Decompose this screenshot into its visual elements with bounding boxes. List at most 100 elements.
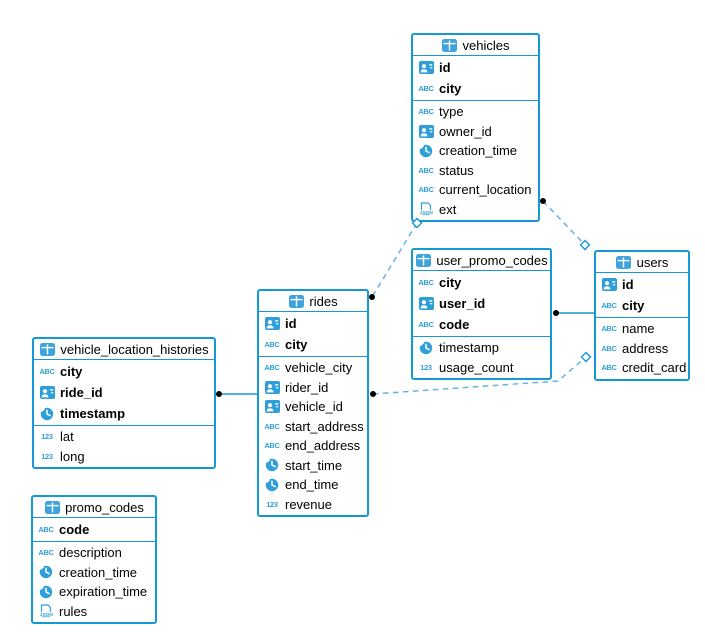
table-title: vehicles bbox=[462, 37, 510, 53]
field-name: type bbox=[439, 104, 464, 120]
id-badge-icon bbox=[264, 317, 280, 330]
field-name: revenue bbox=[285, 496, 332, 512]
connection-vehicles-users[interactable] bbox=[540, 198, 591, 251]
field-row-timestamp[interactable]: timestamp bbox=[413, 338, 550, 358]
endpoint-dot bbox=[216, 391, 222, 397]
field-row-id[interactable]: id bbox=[596, 274, 688, 295]
field-name: end_time bbox=[285, 477, 339, 493]
timestamp-icon bbox=[418, 341, 434, 355]
field-name: start_time bbox=[285, 457, 343, 473]
table-icon bbox=[288, 294, 304, 308]
field-row-id[interactable]: id bbox=[413, 57, 538, 78]
field-row-rider_id[interactable]: rider_id bbox=[259, 378, 367, 398]
table-header[interactable]: vehicles bbox=[413, 35, 538, 56]
timestamp-icon bbox=[38, 565, 54, 579]
id-badge-icon bbox=[418, 297, 434, 310]
id-badge-icon bbox=[418, 124, 434, 138]
field-name: vehicle_id bbox=[285, 399, 343, 415]
relationship-line[interactable] bbox=[542, 200, 586, 246]
timestamp-icon bbox=[264, 478, 280, 492]
table-header[interactable]: promo_codes bbox=[33, 497, 155, 518]
field-row-id[interactable]: id bbox=[259, 313, 367, 334]
field-name: city bbox=[622, 298, 645, 313]
field-name: ride_id bbox=[60, 385, 103, 400]
field-row-ride_id[interactable]: ride_id bbox=[34, 382, 214, 403]
field-name: expiration_time bbox=[59, 584, 148, 600]
connection-user_promo_codes-users[interactable] bbox=[553, 310, 594, 316]
table-header[interactable]: user_promo_codes bbox=[413, 250, 550, 271]
endpoint-dot bbox=[553, 310, 559, 316]
table-title: promo_codes bbox=[65, 499, 144, 515]
abc-text-icon: ABC bbox=[601, 343, 617, 353]
field-row-end_time[interactable]: end_time bbox=[259, 475, 367, 495]
numeric-icon: 123 bbox=[420, 362, 432, 372]
id-badge-icon bbox=[264, 400, 280, 414]
numeric-icon: 123 bbox=[41, 451, 53, 461]
field-row-vehicle_id[interactable]: vehicle_id bbox=[259, 397, 367, 417]
field-row-creation_time[interactable]: creation_time bbox=[413, 141, 538, 161]
field-name: ext bbox=[439, 201, 457, 217]
abc-text-icon: ABC bbox=[264, 340, 280, 349]
field-row-expiration_time[interactable]: expiration_time bbox=[33, 582, 155, 602]
field-row-creation_time[interactable]: creation_time bbox=[33, 563, 155, 583]
field-name: creation_time bbox=[439, 143, 518, 159]
abc-text-icon: ABC bbox=[601, 363, 617, 373]
abc-text-icon: ABC bbox=[418, 185, 434, 195]
field-name: city bbox=[60, 364, 83, 379]
json-icon: JSON bbox=[418, 202, 434, 216]
field-row-user_id[interactable]: user_id bbox=[413, 293, 550, 314]
field-row-code[interactable]: ABC code bbox=[33, 519, 155, 540]
field-row-start_time[interactable]: start_time bbox=[259, 456, 367, 476]
field-name: code bbox=[59, 522, 90, 537]
id-badge-icon bbox=[418, 61, 434, 74]
table-header[interactable]: rides bbox=[259, 291, 367, 312]
table-header[interactable]: vehicle_location_histories bbox=[34, 339, 214, 360]
field-row-timestamp[interactable]: timestamp bbox=[34, 403, 214, 424]
field-row-ext[interactable]: JSON ext bbox=[413, 200, 538, 220]
svg-text:JSON: JSON bbox=[40, 612, 53, 618]
timestamp-icon bbox=[39, 407, 55, 421]
endpoint-dot bbox=[370, 391, 376, 397]
field-row-owner_id[interactable]: owner_id bbox=[413, 122, 538, 142]
table-icon bbox=[415, 253, 431, 267]
endpoint-diamond bbox=[579, 239, 591, 251]
connection-vehicle_location_histories-rides[interactable] bbox=[216, 391, 257, 397]
field-name: description bbox=[59, 545, 122, 561]
table-header[interactable]: users bbox=[596, 252, 688, 273]
abc-text-icon: ABC bbox=[264, 363, 280, 373]
abc-text-icon: ABC bbox=[38, 525, 54, 534]
